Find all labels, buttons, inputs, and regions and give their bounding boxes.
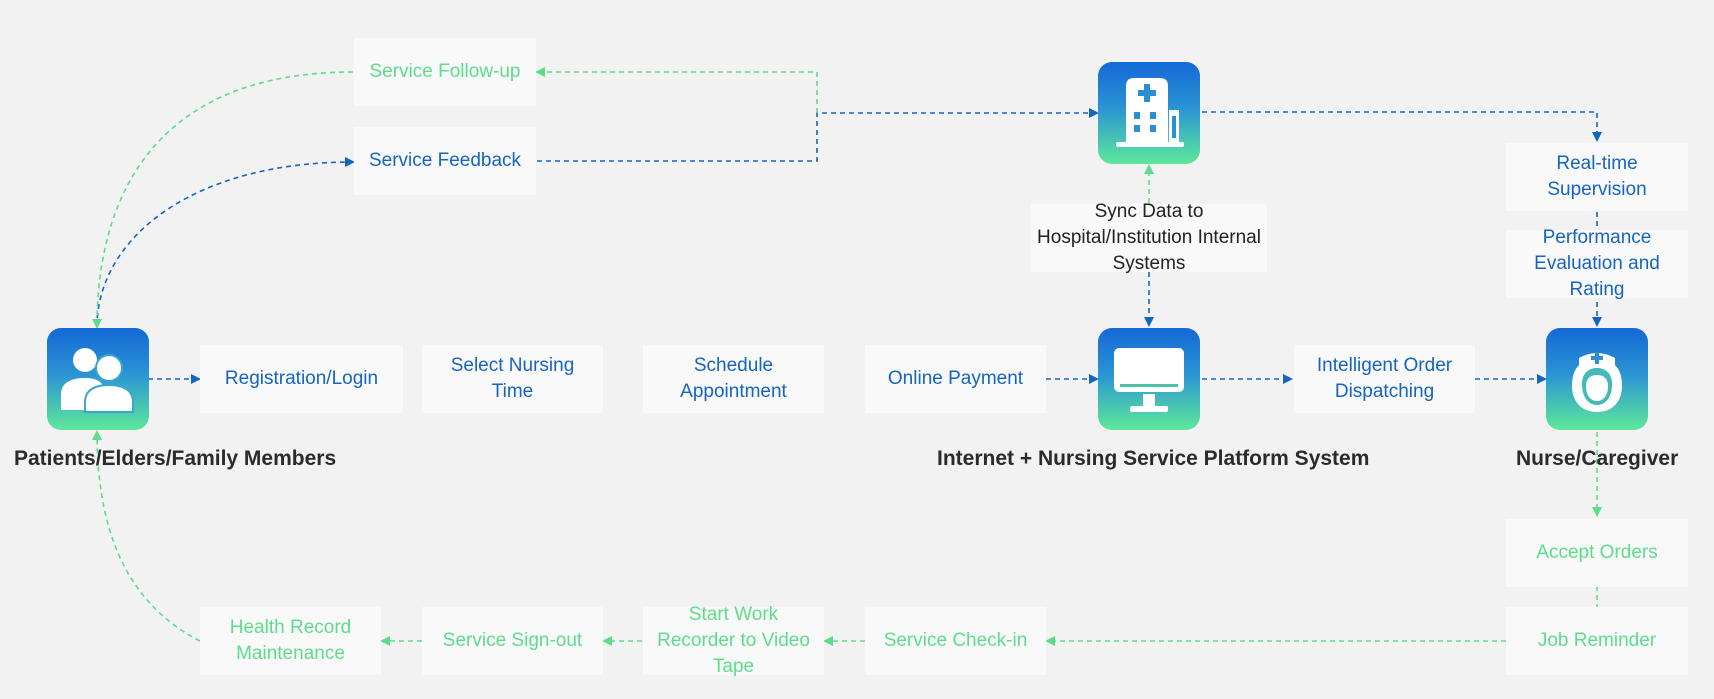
start-work-box: Start Work Recorder to Video Tape — [643, 604, 824, 677]
sync-data-box: Sync Data to Hospital/Institution Intern… — [1031, 201, 1267, 274]
hospital-icon — [1098, 62, 1200, 164]
accept-orders-box: Accept Orders — [1506, 519, 1688, 587]
sign-out-box: Service Sign-out — [422, 607, 603, 675]
platform-label: Internet + Nursing Service Platform Syst… — [937, 447, 1370, 470]
dispatching-box: Intelligent Order Dispatching — [1294, 345, 1475, 413]
patients-label: Patients/Elders/Family Members — [14, 447, 337, 470]
arrow-feedback-to-hospital — [537, 108, 1099, 162]
service-feedback-box: Service Feedback — [354, 127, 536, 195]
nurse-label: Nurse/Caregiver — [1516, 447, 1679, 470]
people-icon — [47, 328, 149, 430]
arrow-followup-to-patients — [92, 71, 354, 329]
arrow-hospital-to-followup — [535, 67, 818, 113]
arrow-hospital-to-supervision — [1202, 111, 1602, 142]
performance-evaluation-box: Performance Evaluation and Rating — [1506, 227, 1688, 300]
registration-box: Registration/Login — [200, 345, 403, 413]
arrow-health-to-patients — [92, 430, 201, 642]
service-followup-box: Service Follow-up — [354, 38, 536, 106]
arrow-patients-to-feedback — [96, 157, 355, 328]
job-reminder-box: Job Reminder — [1506, 607, 1688, 675]
select-time-box: Select Nursing Time — [422, 345, 603, 413]
schedule-box: Schedule Appointment — [643, 345, 824, 413]
computer-monitor-icon — [1098, 328, 1200, 430]
health-record-box: Health Record Maintenance — [200, 607, 381, 675]
nurse-icon — [1546, 328, 1648, 430]
payment-box: Online Payment — [865, 345, 1046, 413]
check-in-box: Service Check-in — [865, 607, 1046, 675]
realtime-supervision-box: Real-time Supervision — [1506, 143, 1688, 211]
